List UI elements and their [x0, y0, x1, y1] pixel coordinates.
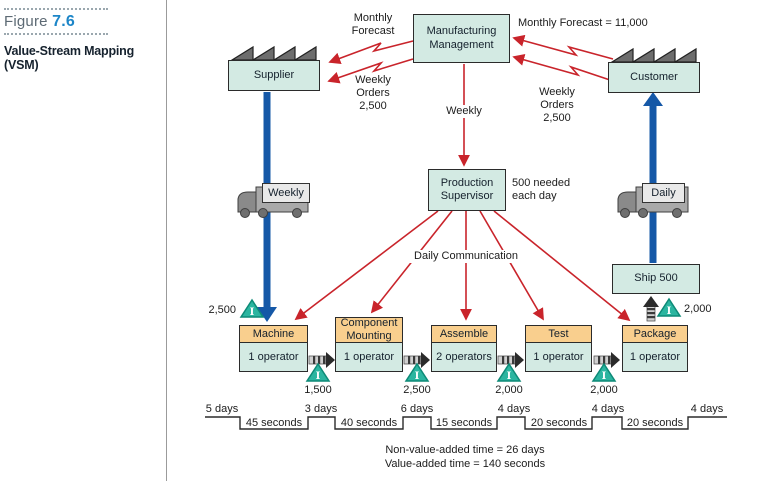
daily-comm-arrow-package [493, 210, 631, 322]
svg-text:I: I [667, 306, 672, 317]
daily-comm-arrow-test [479, 210, 544, 321]
inventory-incoming-value: 2,500 [208, 304, 236, 316]
ship-label: Ship 500 [634, 272, 678, 285]
process-operators: 1 operator [343, 351, 395, 363]
process-name: Component Mounting [336, 317, 402, 343]
inventory-icon-3: I [496, 362, 522, 382]
monthly-forecast-left-arrow [328, 40, 414, 65]
monthly-forecast-right-arrow [512, 34, 614, 60]
truck-right-label: Daily [642, 183, 685, 203]
customer-shipment-arrowhead [643, 92, 663, 106]
inventory-icon-4: I [591, 362, 617, 382]
figure-caption: Figure 7.6 Value-Stream Mapping (VSM) [4, 8, 162, 72]
timeline-days-1: 5 days [205, 403, 239, 415]
monthly-forecast-left-label: Monthly Forecast [351, 12, 395, 37]
needed-label: 500 needed each day [512, 177, 571, 202]
process-box-machine: Machine 1 operator [239, 325, 308, 372]
figure-label: Figure 7.6 [4, 8, 108, 35]
process-operators: 1 operator [629, 351, 681, 363]
svg-text:I: I [507, 371, 512, 382]
customer-roof-icon [609, 47, 697, 64]
timeline-seconds-4: 20 seconds [530, 417, 588, 429]
inventory-icon-incoming: I [239, 298, 265, 318]
weekly-orders-right-arrow [512, 53, 611, 81]
supplier-box: Supplier [228, 60, 320, 91]
figure-subtitle: Value-Stream Mapping (VSM) [4, 44, 135, 72]
weekly-orders-left-label: Weekly Orders 2,500 [355, 74, 391, 112]
process-name: Package [623, 326, 687, 343]
inventory-value-1: 1,500 [304, 384, 332, 396]
inventory-outgoing-value: 2,000 [684, 303, 712, 315]
timeline-seconds-5: 20 seconds [626, 417, 684, 429]
inventory-value-4: 2,000 [590, 384, 618, 396]
svg-text:I: I [415, 371, 420, 382]
truck-left-label: Weekly [262, 183, 310, 203]
inventory-value-3: 2,000 [495, 384, 523, 396]
process-box-test: Test 1 operator [525, 325, 592, 372]
customer-label: Customer [630, 70, 678, 83]
inventory-icon-2: I [404, 362, 430, 382]
inventory-icon-outgoing: I [656, 297, 682, 317]
supplier-label: Supplier [253, 68, 295, 81]
daily-comm-arrow-machine [294, 210, 439, 321]
weekly-mid-label: Weekly [440, 105, 488, 118]
customer-box: Customer [608, 62, 700, 93]
summary-block: Non-value-added time = 26 days Value-add… [300, 444, 630, 472]
timeline-days-2: 3 days [304, 403, 338, 415]
monthly-forecast-right-label: Monthly Forecast = 11,000 [518, 17, 648, 29]
process-box-package: Package 1 operator [622, 325, 688, 372]
supplier-shipment-arrowhead [257, 307, 277, 322]
timeline-days-4: 4 days [497, 403, 531, 415]
svg-text:I: I [316, 371, 321, 382]
inventory-value-2: 2,500 [403, 384, 431, 396]
production-supervisor-box: Production Supervisor [428, 169, 506, 211]
non-value-added-line: Non-value-added time = 26 days [385, 444, 545, 456]
inventory-icon-1: I [305, 362, 331, 382]
timeline-seconds-3: 15 seconds [435, 417, 493, 429]
process-name: Assemble [432, 326, 496, 343]
process-operators: 2 operators [436, 351, 492, 363]
manufacturing-management-label: Manufacturing Management [426, 25, 497, 51]
figure-word: Figure [4, 13, 48, 30]
push-arrow-3 [497, 352, 524, 368]
process-operators: 1 operator [533, 351, 584, 363]
process-name: Test [526, 326, 591, 343]
timeline-days-6: 4 days [690, 403, 724, 415]
process-name: Machine [240, 326, 307, 343]
timeline-seconds-2: 40 seconds [340, 417, 398, 429]
process-operators: 1 operator [248, 351, 299, 363]
weekly-orders-right-label: Weekly Orders 2,500 [539, 86, 575, 124]
caption-divider [166, 0, 167, 481]
svg-text:I: I [602, 371, 607, 382]
timeline-days-3: 6 days [400, 403, 434, 415]
ship-box: Ship 500 [612, 264, 700, 294]
value-added-line: Value-added time = 140 seconds [384, 457, 546, 470]
daily-communication-label: Daily Communication [404, 250, 528, 263]
process-box-component-mounting: Component Mounting 1 operator [335, 317, 403, 372]
production-supervisor-label: Production Supervisor [440, 176, 494, 202]
svg-text:I: I [250, 307, 255, 318]
push-arrow-ship [643, 296, 659, 322]
push-arrow-4 [593, 352, 620, 368]
process-box-assemble: Assemble 2 operators [431, 325, 497, 372]
manufacturing-management-box: Manufacturing Management [413, 14, 510, 63]
push-arrow-1 [308, 352, 335, 368]
figure-number: 7.6 [52, 13, 75, 30]
push-arrow-2 [403, 352, 430, 368]
timeline-seconds-1: 45 seconds [245, 417, 303, 429]
timeline-days-5: 4 days [591, 403, 625, 415]
supplier-roof-icon [229, 45, 317, 62]
